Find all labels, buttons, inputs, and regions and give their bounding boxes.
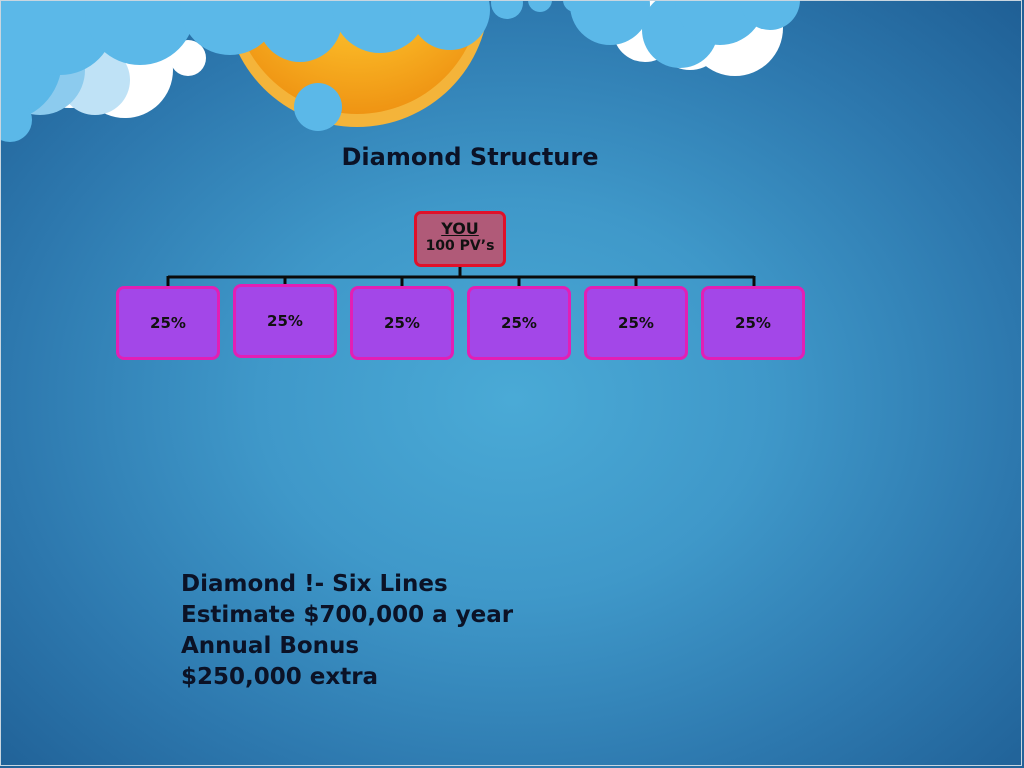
cloud-right-icon — [491, 0, 800, 76]
sky-decoration — [0, 0, 800, 142]
child-node-3: 25% — [350, 286, 454, 360]
root-node-you: YOU 100 PV’s — [414, 211, 506, 267]
note-line-extra: $250,000 extra — [181, 664, 379, 690]
child-node-6: 25% — [701, 286, 805, 360]
note-line-six-lines: Diamond !- Six Lines — [181, 571, 448, 597]
child-node-2: 25% — [233, 284, 337, 358]
notes-block: Diamond !- Six Lines Estimate $700,000 a… — [181, 569, 601, 693]
child-node-1: 25% — [116, 286, 220, 360]
root-node-label: YOU — [441, 219, 479, 238]
note-line-annual-bonus: Annual Bonus — [181, 633, 360, 659]
root-node-pv: 100 PV’s — [425, 238, 495, 254]
cloud-left-icon — [0, 0, 490, 142]
note-line-estimate: Estimate $700,000 a year — [181, 602, 514, 628]
slide-title: Diamond Structure — [341, 143, 599, 171]
child-node-4: 25% — [467, 286, 571, 360]
child-node-5: 25% — [584, 286, 688, 360]
